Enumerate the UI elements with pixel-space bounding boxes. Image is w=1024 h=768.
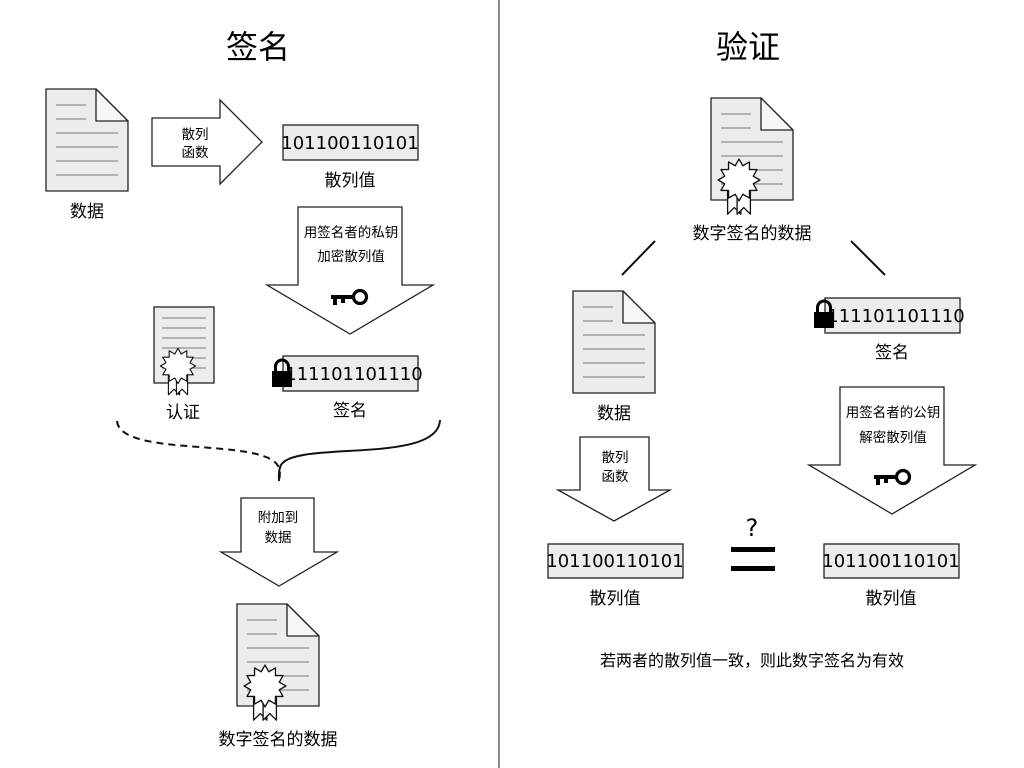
compare-question-mark: ? [746, 514, 759, 542]
computed-hash-box [547, 543, 684, 579]
signed-data-label: 数字签名的数据 [693, 224, 812, 244]
equals-sign [731, 547, 775, 571]
attach-label-2: 数据 [265, 530, 292, 546]
data-label: 数据 [597, 404, 631, 424]
signed-document-icon [710, 97, 794, 215]
decrypt-label-2: 解密散列值 [859, 429, 927, 446]
split-line-left [621, 240, 656, 276]
encrypted-value: 111101101110 [827, 306, 964, 327]
document-icon [572, 290, 656, 394]
signature-box [824, 297, 961, 334]
computed-hash-label: 散列值 [590, 589, 641, 609]
signing-title: 签名 [226, 28, 290, 66]
signature-label: 签名 [875, 343, 909, 363]
split-line-right [850, 240, 886, 276]
signature-label: 签名 [333, 401, 367, 421]
hash-function-label-1: 散列 [182, 127, 209, 143]
hash-function-label-1: 散列 [602, 450, 629, 466]
verification-title: 验证 [716, 28, 780, 66]
hash-function-arrow [151, 98, 263, 186]
attach-arrow [218, 497, 340, 587]
encrypt-label-2: 加密散列值 [317, 248, 385, 265]
encrypt-arrow [264, 206, 436, 335]
hash-value-box [282, 124, 419, 161]
certificate-connector [116, 420, 281, 482]
decrypt-label-1: 用签名者的公钥 [846, 404, 941, 421]
hash-value-label: 散列值 [325, 171, 376, 191]
certificate-icon [153, 306, 215, 396]
hash-function-label-2: 函数 [602, 469, 630, 485]
decrypted-hash-label: 散列值 [866, 589, 917, 609]
signed-document-icon [236, 603, 320, 721]
signature-connector [277, 419, 441, 482]
encrypt-label-1: 用签名者的私钥 [304, 224, 399, 241]
document-icon [45, 88, 129, 192]
certificate-label: 认证 [166, 403, 200, 423]
hash-value: 101100110101 [281, 133, 418, 154]
conclusion-text: 若两者的散列值一致，则此数字签名为有效 [600, 651, 904, 670]
signed-data-label: 数字签名的数据 [219, 730, 338, 750]
encrypted-value: 111101101110 [285, 364, 422, 385]
decrypted-hash-value: 101100110101 [822, 551, 959, 572]
hash-function-arrow [555, 436, 673, 522]
computed-hash-value: 101100110101 [546, 551, 683, 572]
hash-function-label-2: 函数 [182, 145, 209, 161]
decrypt-arrow [806, 386, 978, 515]
decrypted-hash-box [823, 543, 960, 579]
attach-label-1: 附加到 [258, 510, 299, 526]
data-label: 数据 [70, 202, 104, 222]
